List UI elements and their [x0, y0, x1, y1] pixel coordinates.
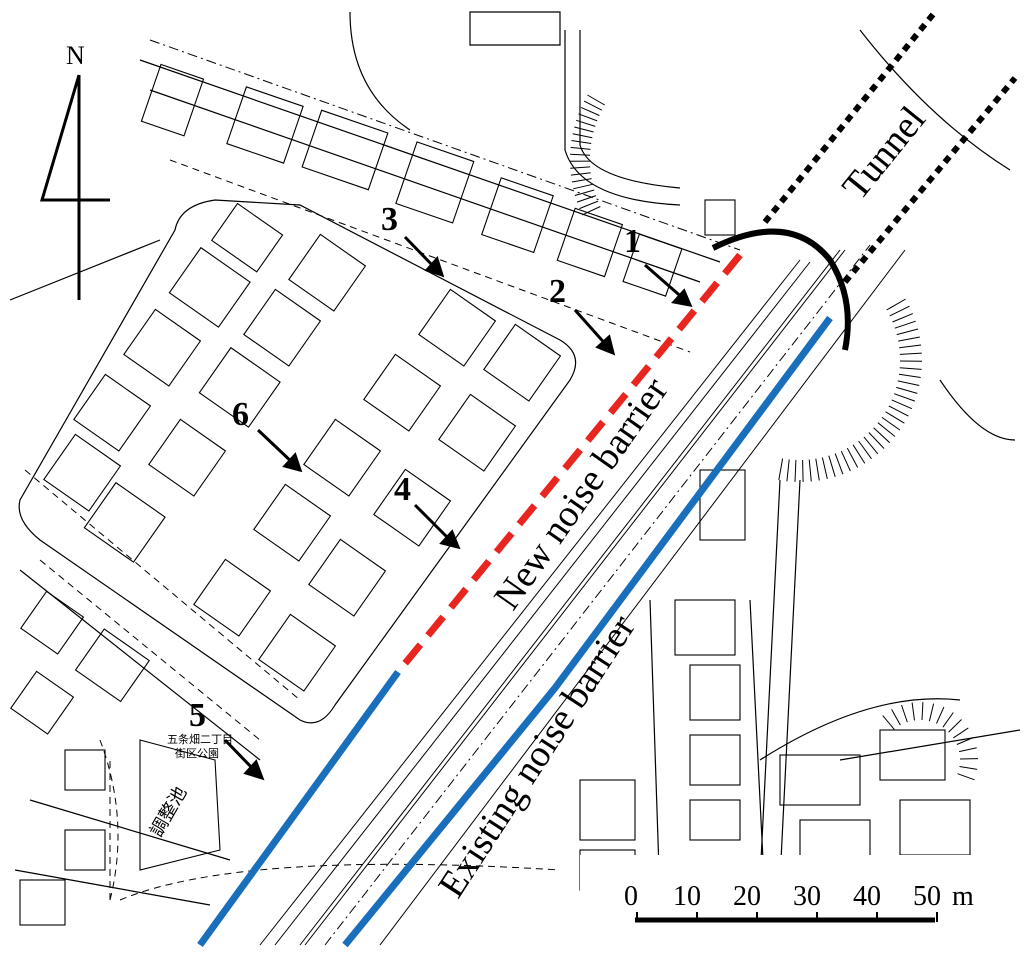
hatch-mark — [571, 140, 592, 144]
hatch-mark — [808, 459, 812, 482]
hatch-mark — [948, 719, 962, 733]
hatch-mark — [583, 100, 603, 111]
hatch-mark — [778, 458, 784, 481]
north-arrow: N — [39, 41, 110, 300]
hatch-mark — [863, 436, 879, 455]
hatch-mark — [570, 153, 591, 156]
hatch-mark — [959, 766, 978, 770]
road-network — [9, 11, 1021, 946]
slope-hatching — [569, 94, 979, 781]
scale-tick-20: 20 — [733, 881, 761, 912]
park-name-line1: 五条畑二丁目 — [167, 732, 233, 746]
hatch-mark — [794, 459, 797, 482]
hatch-mark — [570, 166, 591, 169]
hatch-mark — [571, 178, 592, 183]
tunnel — [711, 10, 1018, 351]
hatch-mark — [956, 737, 974, 745]
park-name-line2: 街区公園 — [175, 746, 219, 760]
hatch-mark — [896, 328, 919, 336]
new-noise-barrier — [395, 252, 743, 675]
hatch-mark — [576, 195, 597, 203]
scale-tick-0: 0 — [624, 881, 638, 912]
hatch-mark — [574, 126, 594, 133]
hatch-mark — [581, 206, 601, 216]
hatch-mark — [898, 336, 920, 342]
hatch-mark — [573, 183, 593, 190]
scale-unit: m — [952, 881, 974, 912]
hatch-mark — [815, 458, 820, 481]
point-arrows — [223, 235, 693, 781]
hatch-mark — [858, 440, 872, 460]
hatch-mark — [576, 119, 596, 127]
hatch-mark — [892, 313, 913, 323]
hatch-mark — [570, 146, 591, 150]
hatch-mark — [958, 747, 977, 753]
hatch-mark — [786, 459, 790, 482]
new-barrier-label: New noise barrier — [486, 370, 677, 617]
point-label-6: 6 — [232, 396, 249, 433]
hatch-mark — [877, 422, 896, 437]
hatch-mark — [587, 94, 605, 106]
existing-noise-barrier — [197, 315, 833, 948]
hatch-mark — [572, 133, 593, 139]
hatch-mark — [893, 393, 916, 402]
hatch-mark — [570, 172, 591, 176]
hatch-mark — [898, 373, 921, 378]
hatch-mark — [802, 459, 804, 483]
hatch-mark — [578, 113, 598, 122]
hatch-mark — [888, 405, 909, 417]
hatch-mark — [868, 432, 885, 449]
hatch-mark — [953, 727, 969, 739]
point-label-1: 1 — [624, 223, 641, 260]
hatch-mark — [580, 106, 600, 116]
hatch-mark — [885, 411, 905, 424]
hatch-mark — [579, 200, 599, 210]
point-label-3: 3 — [381, 201, 398, 238]
hatch-mark — [840, 450, 851, 472]
hatch-mark — [891, 399, 913, 410]
hatch-mark — [897, 380, 920, 386]
hatch-mark — [899, 367, 922, 370]
hatch-mark — [942, 712, 954, 728]
north-label: N — [66, 41, 85, 70]
scale-tick-40: 40 — [853, 881, 881, 912]
hatch-mark — [936, 706, 945, 724]
hatch-mark — [957, 773, 975, 781]
hatch-mark — [891, 709, 901, 726]
hatch-mark — [882, 715, 895, 730]
scale-tick-30: 30 — [793, 881, 821, 912]
hatch-mark — [873, 427, 891, 444]
hatch-mark — [834, 453, 844, 475]
hatch-mark — [928, 703, 935, 722]
point-label-4: 4 — [394, 471, 411, 508]
hatch-mark — [894, 320, 916, 329]
scale-tick-10: 10 — [673, 881, 701, 912]
hatch-mark — [852, 444, 866, 464]
hatch-mark — [896, 386, 918, 394]
hatch-mark — [881, 416, 901, 431]
point-label-2: 2 — [549, 273, 566, 310]
scale-tick-50: 50 — [913, 881, 941, 912]
point-label-5: 5 — [189, 697, 206, 734]
hatch-mark — [899, 344, 922, 349]
hatch-mark — [901, 704, 908, 723]
hatch-mark — [828, 455, 836, 477]
hatch-mark — [886, 298, 906, 311]
hatch-mark — [846, 447, 859, 468]
scale-bar: 0 10 20 30 40 50 m — [580, 855, 1020, 950]
hatch-mark — [889, 305, 910, 317]
hatch-mark — [911, 702, 915, 721]
hatch-mark — [921, 702, 924, 721]
hatch-mark — [574, 189, 595, 196]
hatch-mark — [821, 457, 828, 480]
hatch-mark — [899, 352, 922, 355]
buildings — [10, 63, 971, 926]
pond-label: 調整池 — [146, 783, 190, 840]
